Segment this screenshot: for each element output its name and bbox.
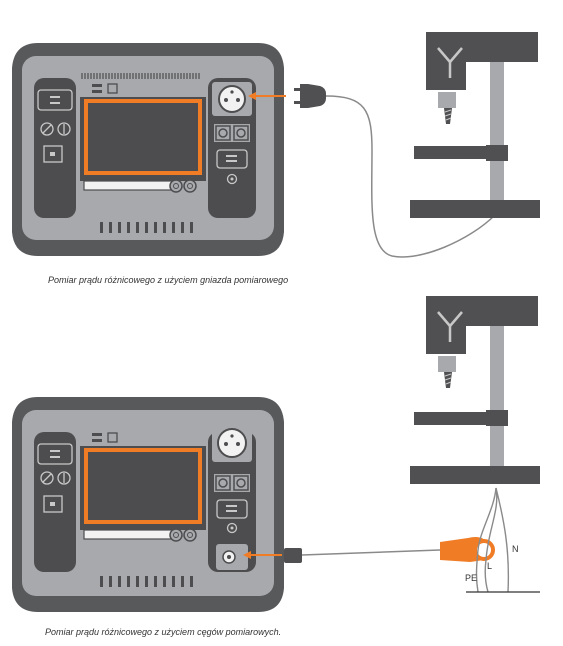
screen-frame bbox=[80, 97, 206, 181]
clamp-socket-icon bbox=[216, 544, 248, 570]
clamp-input-icon bbox=[226, 173, 238, 185]
banana-jack-icon bbox=[214, 124, 250, 142]
clamp-input-icon bbox=[226, 522, 238, 534]
wires bbox=[475, 487, 510, 593]
fuse-knob-icon bbox=[40, 122, 54, 136]
power-switch-icon bbox=[43, 495, 63, 513]
socket-icon bbox=[212, 82, 252, 116]
display-highlight bbox=[84, 99, 202, 175]
clamp-cable bbox=[301, 549, 441, 556]
iec-outlet-icon bbox=[216, 149, 248, 169]
tester-device-bottom bbox=[12, 397, 284, 612]
usb-port-icon bbox=[92, 83, 118, 94]
rotary-knob-icon bbox=[169, 528, 197, 542]
label-l: L bbox=[487, 561, 492, 571]
fuse-knob-icon bbox=[57, 122, 71, 136]
bottom-vents bbox=[100, 222, 193, 233]
display-highlight bbox=[84, 448, 202, 524]
usb-port-icon bbox=[92, 432, 118, 443]
bottom-vents bbox=[100, 576, 193, 587]
banana-jack-icon bbox=[214, 474, 250, 492]
vent-grille bbox=[81, 73, 200, 79]
drill-press-icon bbox=[410, 296, 540, 484]
label-n: N bbox=[512, 544, 519, 554]
plug-icon bbox=[294, 84, 326, 108]
caption-clamp-measurement: Pomiar prądu różnicowego z użyciem cęgów… bbox=[45, 627, 282, 637]
drill-press-icon bbox=[410, 32, 540, 218]
power-switch-icon bbox=[43, 145, 63, 163]
clamp-connector-icon bbox=[284, 548, 302, 563]
keypad-strip bbox=[83, 180, 175, 191]
left-panel bbox=[34, 78, 76, 218]
iec-outlet-icon bbox=[216, 499, 248, 519]
caption-socket-measurement: Pomiar prądu różnicowego z użyciem gniaz… bbox=[48, 275, 289, 285]
tester-device-top bbox=[12, 43, 284, 256]
iec-inlet-icon bbox=[37, 443, 73, 465]
iec-inlet-icon bbox=[37, 89, 73, 111]
socket-icon bbox=[212, 424, 252, 462]
label-pe: PE bbox=[465, 573, 477, 583]
clamp-meter-icon bbox=[440, 537, 495, 562]
fuse-knob-icon bbox=[40, 471, 71, 485]
rotary-knob-icon bbox=[169, 179, 197, 193]
power-cable bbox=[325, 95, 496, 258]
